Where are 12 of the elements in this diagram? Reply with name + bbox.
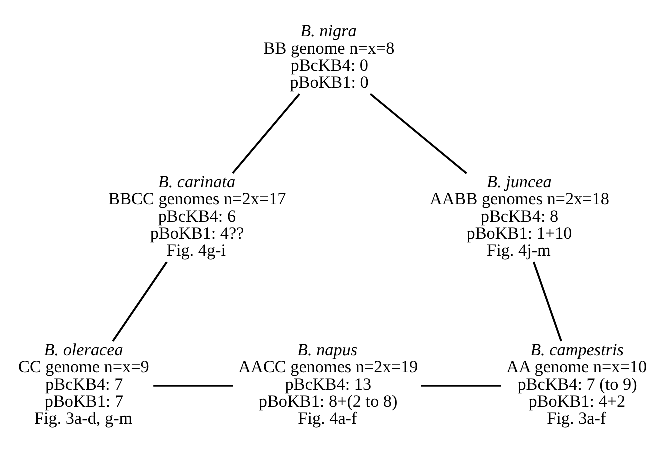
node-text: B. nigra BB genome n=x=8 pBcKB4: 0 pBoKB1: 0 [264, 21, 395, 92]
connector [232, 93, 300, 174]
node-text: B. napus AACC genomes n=2x=19 pBcKB4: 13 pBoKB1: 8+(2 to 8) Fig. 4a-f [238, 340, 418, 428]
node-text: B. carinata BBCC genomes n=2x=17 pBcKB4: 6 pBoKB1: 4?? Fig. 4g-i [108, 172, 286, 260]
connector [533, 261, 562, 342]
node-text: B. campestris AA genome n=x=10 pBcKB4: 7 (to 9) pBoKB1: 4+2 Fig. 3a-f [506, 340, 648, 428]
connector [421, 384, 502, 386]
connector [154, 384, 234, 386]
connector [112, 261, 168, 342]
connector [370, 92, 468, 174]
node-text: B. oleracea CC genome n=x=9 pBcKB4: 7 pBoKB1: 7 Fig. 3a-d, g-m [18, 340, 150, 428]
node-text: B. juncea AABB genomes n=2x=18 pBcKB4: 8 pBoKB1: 1+10 Fig. 4j-m [430, 172, 610, 260]
